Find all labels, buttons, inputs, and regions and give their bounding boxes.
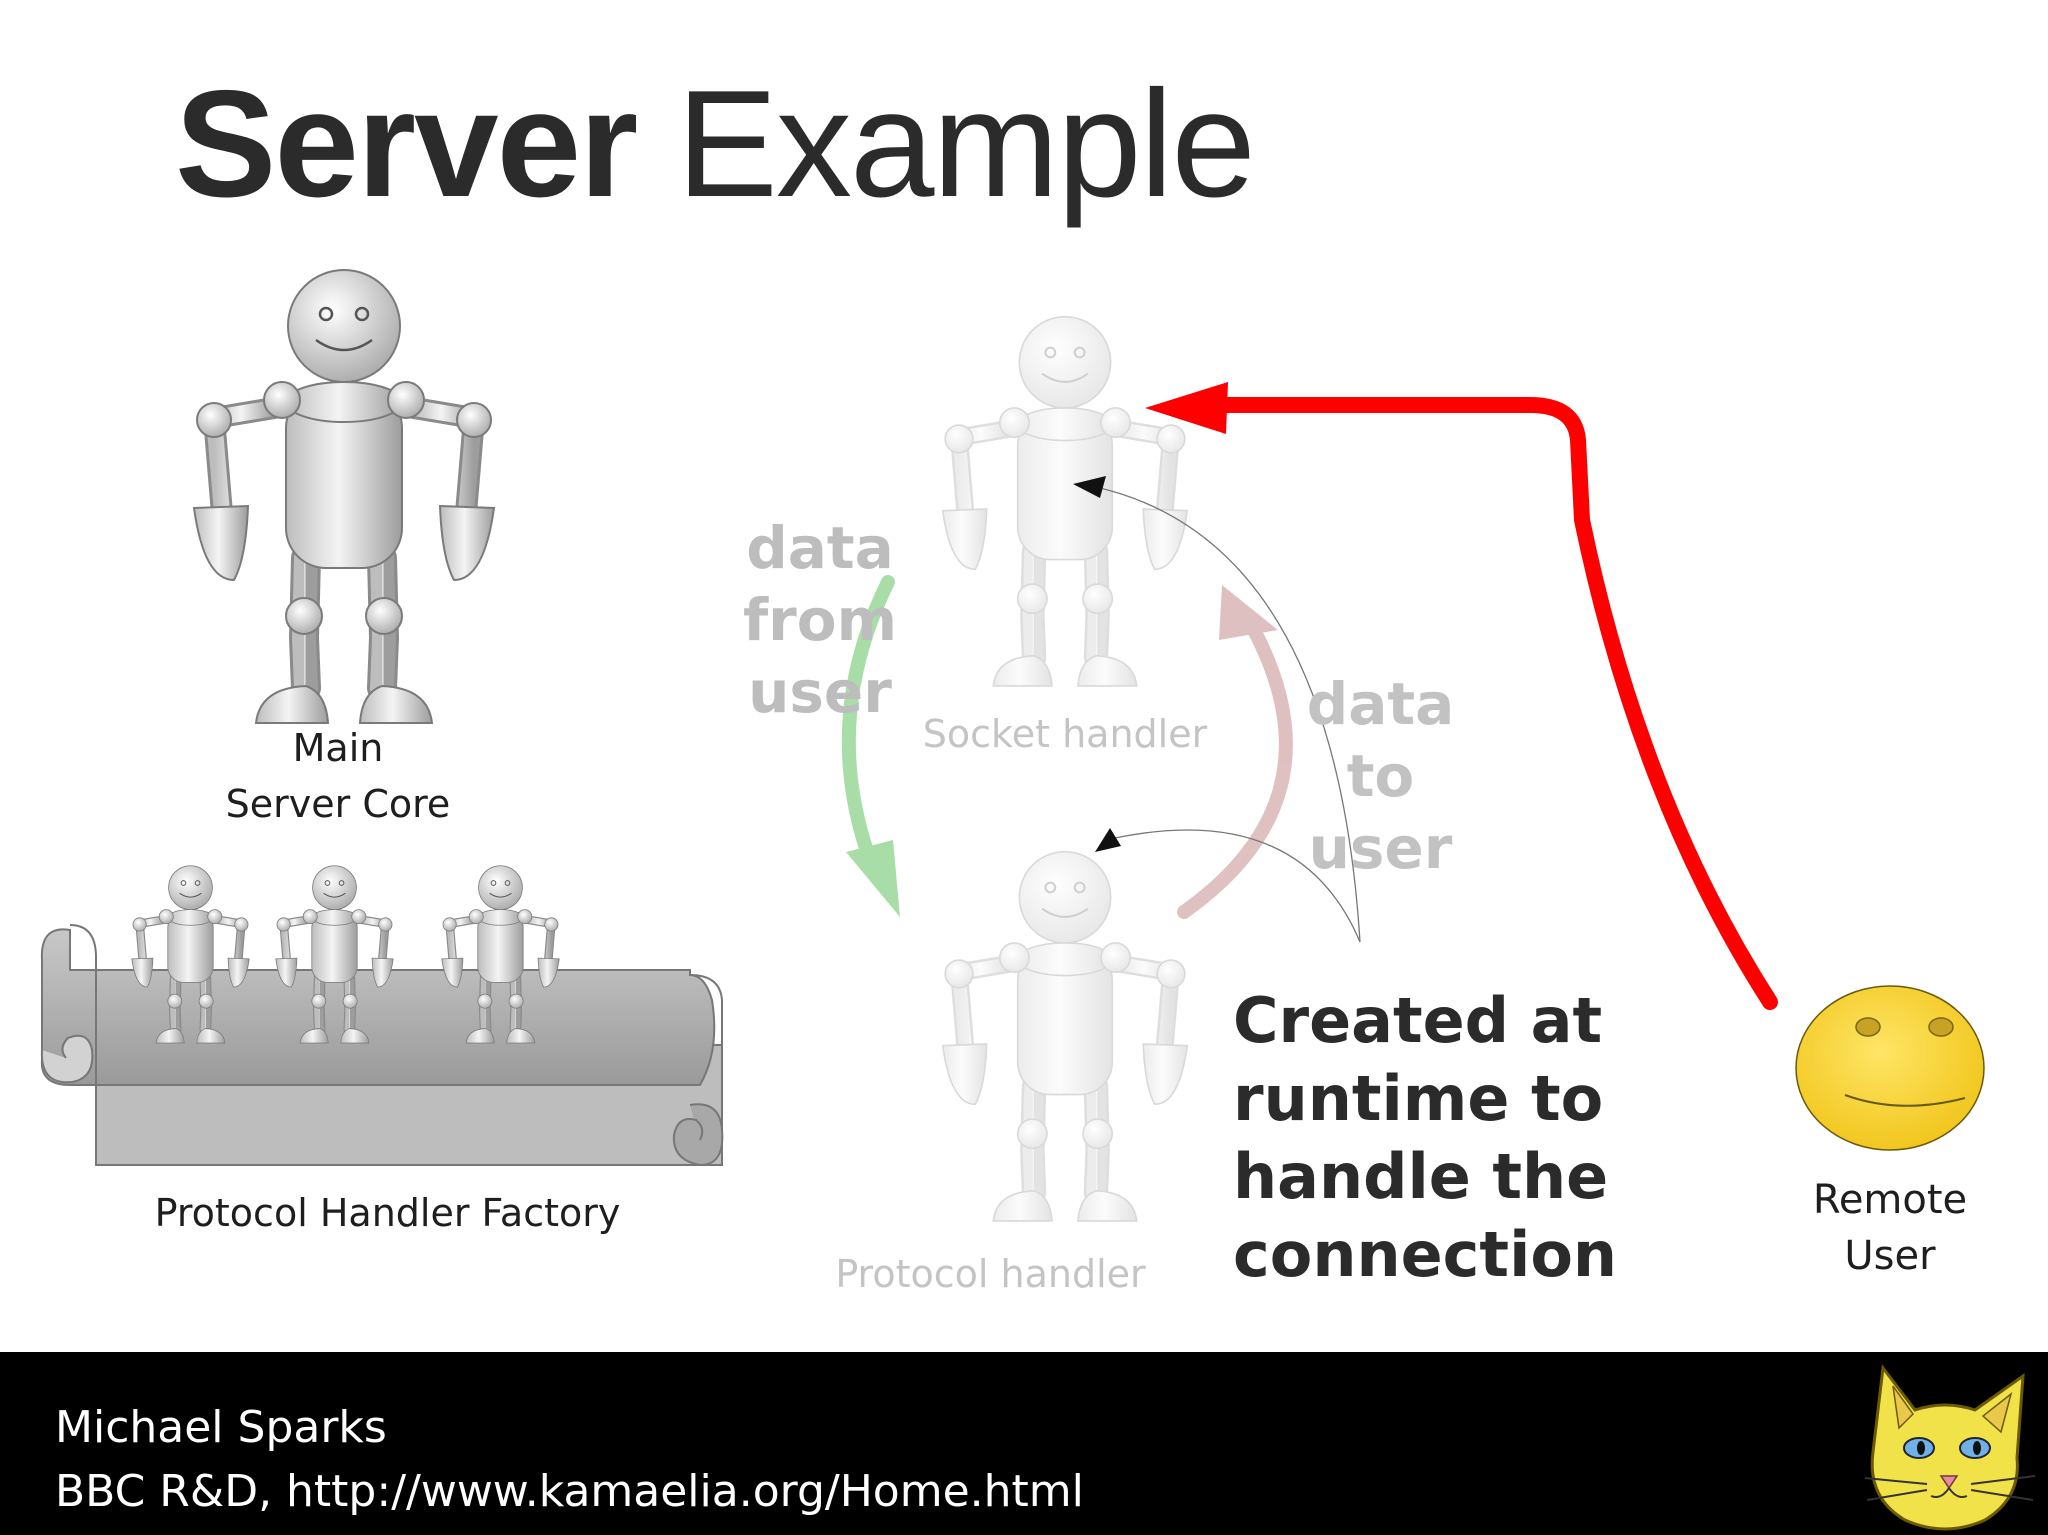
title-bold: Server	[175, 59, 638, 229]
data-from-user-line-1: data	[746, 514, 894, 582]
callout-line-4: connection	[1233, 1218, 1618, 1291]
protocol-handler-label: Protocol handler	[835, 1252, 1146, 1296]
footer-text: Michael Sparks BBC R&D, http://www.kamae…	[55, 1396, 1084, 1524]
remote-user-label: Remote User	[1795, 1172, 1985, 1284]
data-from-user-line-3: user	[748, 658, 892, 726]
data-to-user-line-1: data	[1306, 670, 1455, 738]
runtime-callout: Created at runtime to handle the connect…	[1233, 982, 1617, 1294]
smiley-face-icon	[1795, 985, 1985, 1151]
callout-line-2: runtime to	[1233, 1062, 1604, 1135]
data-to-user-line-2: to	[1346, 742, 1415, 810]
diagram-art	[40, 0, 1985, 1352]
callout-line-1: Created at	[1233, 984, 1603, 1057]
data-to-user-arrow	[1177, 585, 1293, 919]
main-server-core-label: Main Server Core	[200, 720, 476, 832]
kamaelia-cat-logo	[1864, 1364, 2036, 1531]
footer-author: Michael Sparks	[55, 1402, 387, 1453]
protocol-handler-factory-label: Protocol Handler Factory	[154, 1191, 621, 1235]
connection-arrow	[1145, 382, 1778, 1010]
data-to-user-line-3: user	[1308, 814, 1453, 882]
data-from-user-line-2: from	[742, 586, 898, 654]
main-server-core-robot-icon	[194, 270, 494, 723]
main-server-core-line-2: Server Core	[225, 782, 451, 826]
footer-org-url: BBC R&D, http://www.kamaelia.org/Home.ht…	[55, 1466, 1084, 1517]
socket-handler-label: Socket handler	[922, 712, 1208, 756]
socket-handler-robot-icon	[943, 317, 1188, 686]
remote-user-line-2: User	[1844, 1233, 1936, 1279]
callout-line-3: handle the	[1233, 1140, 1609, 1213]
slide-title: Server Example	[175, 68, 1256, 220]
scroll-conveyor-icon	[40, 924, 724, 1167]
footer-bar: Michael Sparks BBC R&D, http://www.kamae…	[0, 1352, 2048, 1535]
creation-arc-arrows	[1073, 476, 1361, 943]
main-server-core-line-1: Main	[292, 726, 384, 770]
title-rest: Example	[636, 59, 1256, 229]
protocol-handler-robot-icon	[943, 852, 1188, 1221]
data-from-user-arrow	[841, 575, 900, 917]
remote-user-line-1: Remote	[1812, 1177, 1968, 1223]
data-from-user-label: data from user	[735, 512, 905, 728]
data-to-user-label: data to user	[1298, 668, 1463, 884]
